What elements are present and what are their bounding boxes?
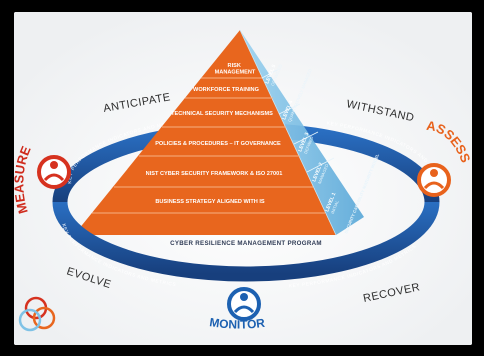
assess-node [417, 163, 451, 197]
monitor-node [227, 287, 261, 321]
assess-arms-icon [423, 181, 445, 190]
monitor-arms-icon [233, 305, 255, 314]
level-divider [278, 103, 301, 115]
monitor-head-icon [240, 293, 248, 301]
logo-icon [18, 296, 56, 332]
measure-node [37, 155, 71, 189]
level-divider [306, 157, 335, 173]
svg-text:INITIAL: INITIAL [330, 199, 340, 215]
tier-label-workforce: WORKFORCE TRAINING [193, 87, 259, 93]
pyramid-front-face [74, 30, 336, 235]
tier-label-nist: NIST CYBER SECURITY FRAMEWORK & ISO 2700… [146, 171, 283, 177]
assess-head-icon [430, 169, 438, 177]
tier-label-risk-line1: RISK [228, 63, 241, 69]
tier-label-risk: RISK MANAGEMENT [215, 63, 256, 76]
monitor-label: MONITOR [209, 315, 266, 331]
pyramid-side-face [240, 30, 364, 235]
cyber-resilience-diagram: KEY PERFORMANCE INDICATORS AND METRICS K… [14, 12, 472, 345]
measure-arms-icon [43, 173, 65, 182]
tier-label-technical: TECHNICAL SECURITY MECHANISMS [171, 111, 273, 117]
svg-text:DEFINED: DEFINED [303, 136, 315, 155]
level-divider [293, 131, 319, 145]
ring-front [52, 201, 440, 282]
measure-head-icon [50, 161, 58, 169]
tier-label-risk-line2: MANAGEMENT [215, 70, 256, 76]
pyramid-edge [239, 29, 337, 236]
tier-label-policies: POLICIES & PROCEDURES – IT GOVERNANCE [155, 141, 281, 147]
level-divider [261, 69, 278, 79]
tier-label-business: BUSINESS STRATEGY ALIGNED WITH IS [155, 199, 265, 205]
program-label: CYBER RESILIENCE MANAGEMENT PROGRAM [170, 240, 322, 247]
diagram-canvas: KEY PERFORMANCE INDICATORS AND METRICS K… [14, 12, 472, 345]
